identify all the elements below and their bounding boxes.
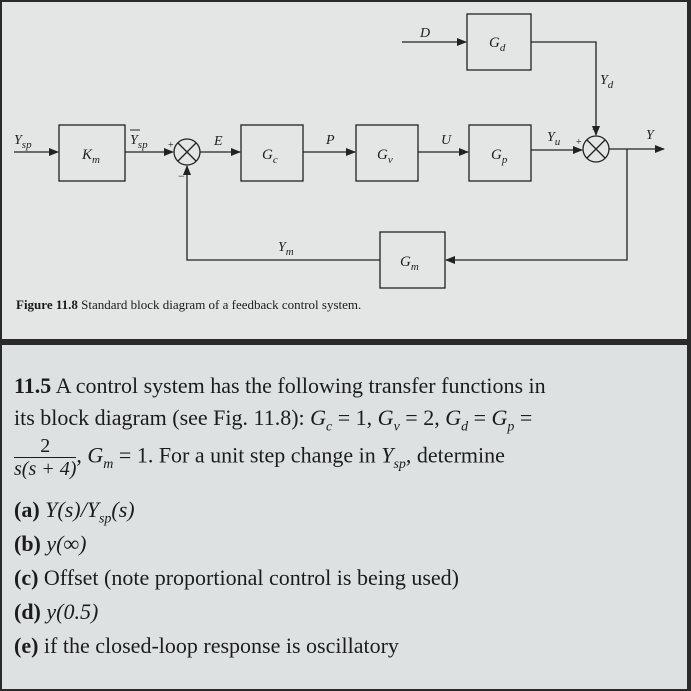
part-d: (d) y(0.5) bbox=[14, 595, 98, 629]
ym-sub: m bbox=[286, 246, 294, 258]
part-b: (b) y(∞) bbox=[14, 527, 87, 561]
part-b-text: y(∞) bbox=[46, 531, 87, 556]
figure-caption-text: Standard block diagram of a feedback con… bbox=[81, 297, 362, 312]
svg-text:Yd: Yd bbox=[600, 73, 614, 91]
determine-text: , determine bbox=[405, 442, 505, 468]
svg-text:Ym: Ym bbox=[278, 240, 294, 258]
d-label: D bbox=[419, 26, 430, 41]
gp-sub: p bbox=[501, 154, 508, 166]
svg-text:Ysp: Ysp bbox=[14, 133, 32, 151]
part-c: (c) Offset (note proportional control is… bbox=[14, 561, 459, 595]
km-label: K bbox=[81, 147, 93, 163]
gm-label: G bbox=[400, 254, 411, 270]
gc-block bbox=[240, 124, 304, 182]
svg-text:Gp: Gp bbox=[491, 147, 508, 166]
ysp-tilde-label: Y bbox=[130, 133, 140, 148]
plus-sign: + bbox=[168, 140, 174, 151]
svg-text:Gd: Gd bbox=[489, 35, 506, 54]
part-a-label: (a) bbox=[14, 497, 40, 522]
plus-sign-left: + bbox=[576, 137, 582, 148]
ysp-tilde-sub: sp bbox=[138, 139, 148, 151]
plus-sign-top: + bbox=[592, 125, 598, 136]
y-label: Y bbox=[646, 128, 656, 143]
block-diagram: Km Gc Gv Gp Gd Gm Ysp Ysp E P U D Yd Yu … bbox=[14, 13, 665, 289]
km-block bbox=[58, 124, 126, 182]
gc-sub: c bbox=[273, 154, 278, 166]
figure-caption: Figure 11.8 Standard block diagram of a … bbox=[16, 297, 361, 313]
part-e-text: if the closed-loop response is oscillato… bbox=[43, 633, 399, 658]
svg-text:Gc: Gc bbox=[262, 147, 278, 166]
ysp-sub: sp bbox=[22, 139, 32, 151]
gv-symbol: G bbox=[377, 405, 394, 430]
gp-symbol: G bbox=[491, 405, 508, 430]
gc-subscript: c bbox=[326, 419, 333, 435]
ym-label: Y bbox=[278, 240, 288, 255]
ysp-label: Y bbox=[14, 133, 24, 148]
yd-label: Y bbox=[600, 73, 610, 88]
part-a-text: Y(s)/Y bbox=[45, 497, 99, 522]
problem-line-1: 11.5 A control system has the following … bbox=[14, 369, 546, 403]
gm-symbol: G bbox=[87, 442, 104, 468]
gd-label: G bbox=[489, 35, 500, 51]
equals-sign: = bbox=[468, 405, 492, 430]
fraction-numerator: 2 bbox=[14, 435, 77, 458]
figure-number: Figure 11.8 bbox=[16, 297, 78, 312]
svg-text:Yu: Yu bbox=[547, 130, 561, 148]
part-c-label: (c) bbox=[14, 565, 39, 590]
part-e: (e) if the closed-loop response is oscil… bbox=[14, 629, 399, 663]
gd-subscript: d bbox=[461, 419, 469, 435]
svg-text:Ysp: Ysp bbox=[130, 133, 148, 151]
p-label: P bbox=[325, 133, 335, 148]
gc-symbol: G bbox=[310, 405, 327, 430]
fraction-denominator: s(s + 4) bbox=[14, 458, 77, 480]
yd-sub: d bbox=[608, 79, 614, 91]
yu-label: Y bbox=[547, 130, 557, 145]
gp-block bbox=[468, 124, 532, 182]
e-label: E bbox=[213, 134, 223, 149]
gd-sub: d bbox=[500, 42, 506, 54]
svg-text:Gv: Gv bbox=[377, 147, 393, 166]
part-a-tail: (s) bbox=[111, 497, 135, 522]
part-e-label: (e) bbox=[14, 633, 39, 658]
part-d-label: (d) bbox=[14, 599, 41, 624]
problem-line-2: its block diagram (see Fig. 11.8): Gc = … bbox=[14, 401, 532, 444]
transfer-fraction: 2 s(s + 4) bbox=[14, 435, 77, 480]
part-b-label: (b) bbox=[14, 531, 41, 556]
minus-sign: − bbox=[178, 169, 185, 183]
part-a: (a) Y(s)/Ysp(s) bbox=[14, 493, 135, 536]
block-diagram-panel: Km Gc Gv Gp Gd Gm Ysp Ysp E P U D Yd Yu … bbox=[2, 2, 687, 339]
svg-text:Gm: Gm bbox=[400, 254, 419, 273]
part-a-sub: sp bbox=[98, 511, 112, 527]
problem-number: 11.5 bbox=[14, 373, 52, 398]
gc-label: G bbox=[262, 147, 273, 163]
problem-intro: A control system has the following trans… bbox=[55, 373, 546, 398]
u-label: U bbox=[441, 133, 452, 148]
svg-text:Km: Km bbox=[81, 147, 100, 166]
gd-symbol: G bbox=[445, 405, 462, 430]
problem-panel: 11.5 A control system has the following … bbox=[2, 345, 687, 689]
ysp-symbol: Y bbox=[381, 442, 394, 468]
gv-value: = 2, bbox=[399, 405, 446, 430]
gp-label: G bbox=[491, 147, 502, 163]
problem-line-3: 2 s(s + 4) , Gm = 1. For a unit step cha… bbox=[14, 435, 505, 482]
gv-sub: v bbox=[388, 154, 393, 166]
ysp-subscript: sp bbox=[393, 456, 406, 472]
gv-subscript: v bbox=[393, 419, 400, 435]
gc-value: = 1, bbox=[332, 405, 378, 430]
line2-text: its block diagram (see Fig. 11.8): bbox=[14, 405, 311, 430]
gp-subscript: p bbox=[507, 419, 515, 435]
gm-block bbox=[379, 231, 446, 289]
part-c-text: Offset (note proportional control is bei… bbox=[43, 565, 459, 590]
part-d-text: y(0.5) bbox=[46, 599, 99, 624]
equals-sign-2: = bbox=[514, 405, 533, 430]
gv-label: G bbox=[377, 147, 388, 163]
km-sub: m bbox=[92, 154, 100, 166]
yu-sub: u bbox=[555, 136, 561, 148]
gm-sub: m bbox=[411, 261, 419, 273]
gm-value-text: = 1. For a unit step change in bbox=[113, 442, 382, 468]
gm-subscript: m bbox=[103, 456, 114, 472]
gv-block bbox=[355, 124, 419, 182]
comma: , bbox=[76, 442, 88, 468]
